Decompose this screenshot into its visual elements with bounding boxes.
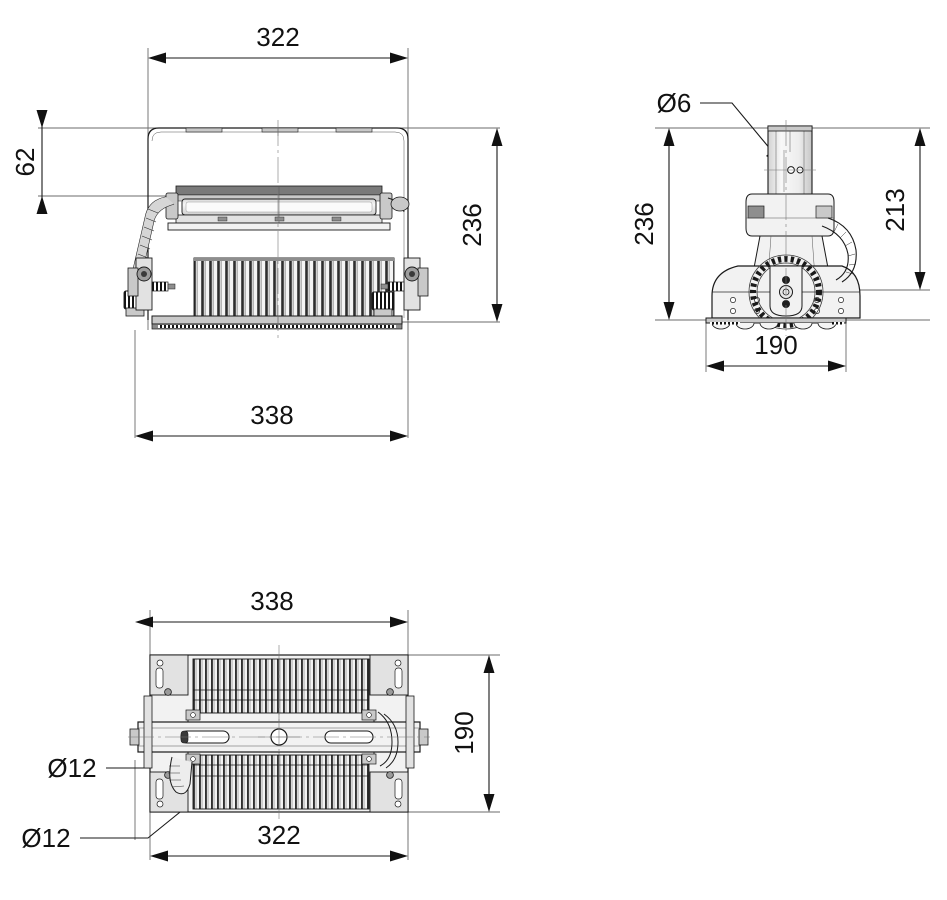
side-view-product (705, 120, 861, 336)
front-yoke-tabs (185, 127, 373, 136)
dimension-label-side-hole-dia: Ø6 (657, 88, 692, 118)
dimension-bottom-width-322: 322 (150, 820, 408, 862)
front-base-rail (151, 315, 403, 330)
front-yoke-bracket (147, 127, 409, 320)
dimension-label-side-height-left: 236 (629, 202, 659, 245)
front-view-product (123, 120, 429, 338)
side-elevation-view: 236 213 190 Ø6 (629, 88, 930, 372)
dimension-label-side-depth: 190 (754, 330, 797, 360)
bottom-plan-view: 338 190 322 Ø12 Ø12 (21, 586, 500, 862)
dimension-front-width-322: 322 (148, 22, 408, 64)
dimension-label-side-height-right: 213 (880, 188, 910, 231)
dimension-label-bottom-width-top: 338 (250, 586, 293, 616)
bottom-corner-pads (149, 654, 409, 813)
dimension-front-width-338: 338 (135, 400, 408, 442)
dimension-bottom-width-338: 338 (135, 586, 408, 628)
bottom-heatsink-fins-lower (192, 754, 370, 810)
dimension-front-height-236: 236 (457, 128, 503, 322)
front-tilt-hinge-left (127, 257, 176, 311)
bottom-heatsink-fins-upper (192, 658, 370, 714)
side-lens-row (710, 322, 844, 330)
dimension-label-bottom-hole-dia: Ø12 (21, 823, 70, 853)
dimension-label-bottom-width-bottom: 322 (257, 820, 300, 850)
dimension-label-front-height: 236 (457, 203, 487, 246)
front-led-bar-fasteners (217, 216, 342, 222)
dimension-side-depth-190: 190 (706, 330, 846, 372)
dimension-label-front-width-top: 322 (256, 22, 299, 52)
dimension-front-offset-62: 62 (10, 110, 48, 214)
side-swivel-knuckle (745, 193, 835, 237)
dimension-bottom-depth-190: 190 (449, 655, 495, 812)
bottom-side-rails (143, 695, 415, 769)
bottom-cable-conduits (168, 711, 399, 795)
front-tilt-hinge-right (380, 257, 429, 311)
dimension-label-bottom-depth: 190 (449, 711, 479, 754)
front-body-top-plate (167, 222, 391, 231)
dimension-side-height-236: 236 (629, 128, 675, 320)
bottom-hinge-tabs (185, 709, 377, 765)
front-elevation-view: 322 62 236 338 (10, 22, 503, 442)
front-heatsink-fins (193, 257, 395, 317)
dimension-label-bottom-slot-dia: Ø12 (47, 753, 96, 783)
front-cable-conduit-right (371, 196, 410, 317)
dimension-label-front-width-bottom: 338 (250, 400, 293, 430)
front-led-optic-bar (165, 185, 393, 224)
dimension-label-front-offset: 62 (10, 148, 40, 177)
dimension-side-height-213: 213 (880, 128, 926, 290)
bottom-view-product (128, 645, 430, 822)
side-cable-loop (821, 217, 857, 283)
front-yoke-bracket-inner (151, 131, 405, 318)
